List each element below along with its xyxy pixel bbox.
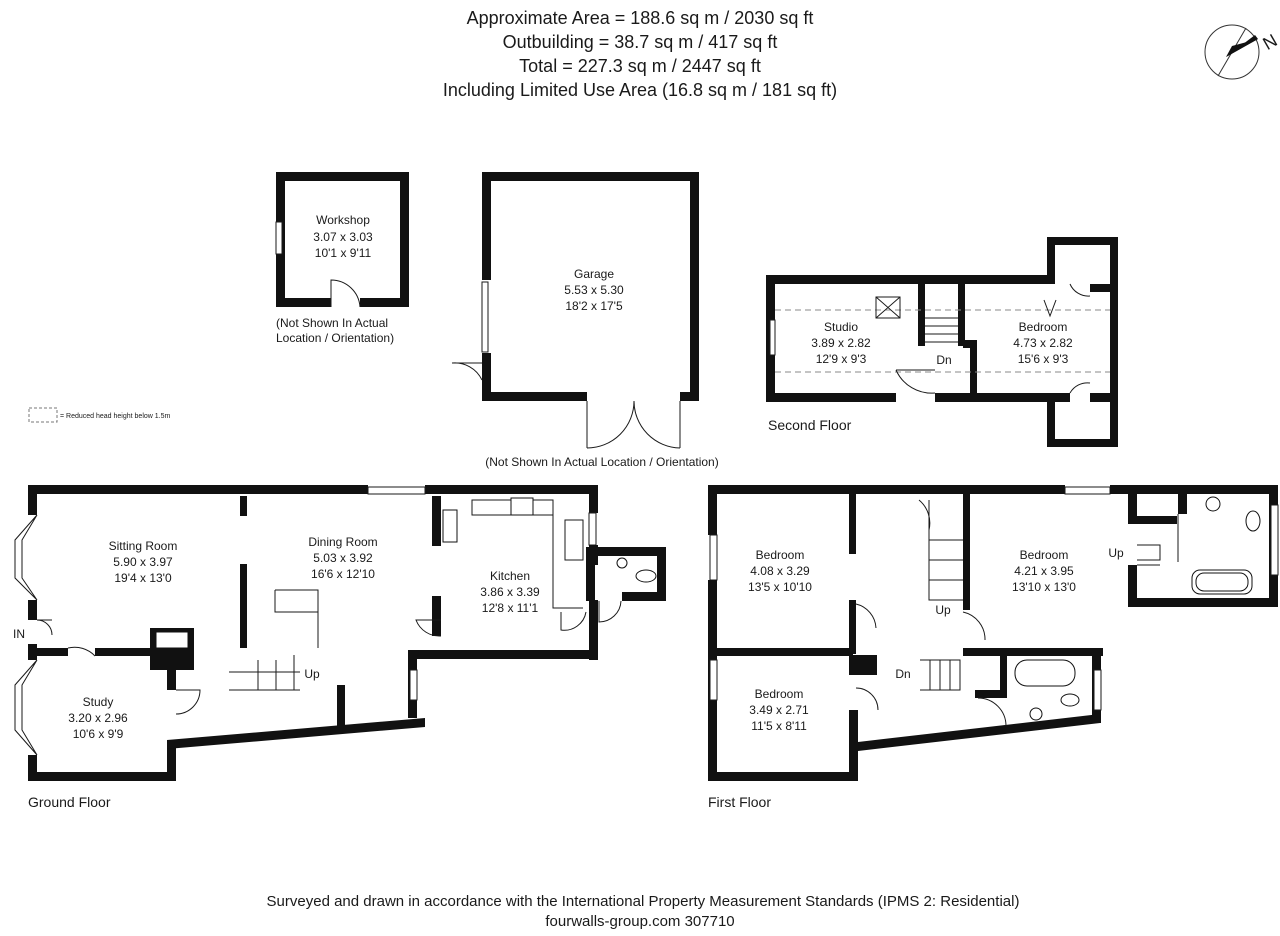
compass-icon: N: [1204, 24, 1280, 80]
reference-number: fourwalls-group.com 307710: [545, 913, 734, 930]
ground-floor-stair-label: Up: [304, 667, 320, 681]
kitchen-metric: 3.86 x 3.39: [480, 585, 540, 599]
second-floor-bedroom-imperial: 15'6 x 9'3: [1018, 352, 1069, 366]
area-summary: Approximate Area = 188.6 sq m / 2030 sq …: [443, 8, 837, 100]
north-label: N: [1259, 30, 1280, 54]
garage-name: Garage: [574, 267, 614, 281]
workshop-note-2: Location / Orientation): [276, 331, 394, 345]
approximate-area-text: Approximate Area = 188.6 sq m / 2030 sq …: [467, 8, 814, 28]
workshop-note-1: (Not Shown In Actual: [276, 316, 388, 330]
garage-plan: Garage 5.53 x 5.30 18'2 x 17'5 (Not Show…: [451, 172, 719, 469]
dining-room-metric: 5.03 x 3.92: [313, 551, 373, 565]
sitting-room-metric: 5.90 x 3.97: [113, 555, 173, 569]
first-floor-bedroom2-name: Bedroom: [1020, 548, 1069, 562]
studio-imperial: 12'9 x 9'3: [816, 352, 867, 366]
first-floor-title: First Floor: [708, 794, 771, 810]
legend: = Reduced head height below 1.5m: [28, 407, 170, 423]
workshop-imperial: 10'1 x 9'11: [315, 246, 372, 260]
study-metric: 3.20 x 2.96: [68, 711, 128, 725]
studio-name: Studio: [824, 320, 858, 334]
entrance-label: IN: [13, 627, 25, 641]
first-floor-bedroom2-metric: 4.21 x 3.95: [1014, 564, 1074, 578]
second-floor-bedroom-name: Bedroom: [1019, 320, 1068, 334]
garage-imperial: 18'2 x 17'5: [565, 299, 623, 313]
first-floor-bedroom1-imperial: 13'5 x 10'10: [748, 580, 812, 594]
first-floor-bedroom3-metric: 3.49 x 2.71: [749, 703, 809, 717]
first-floor-bedroom3-name: Bedroom: [755, 687, 804, 701]
second-floor-stair-label: Dn: [936, 353, 951, 367]
first-floor-bedroom1-name: Bedroom: [756, 548, 805, 562]
studio-metric: 3.89 x 2.82: [811, 336, 871, 350]
first-floor-bedroom3-imperial: 11'5 x 8'11: [751, 719, 807, 733]
first-floor-plan: Bedroom 4.08 x 3.29 13'5 x 10'10 Bedroom…: [708, 485, 1279, 810]
kitchen-name: Kitchen: [490, 569, 530, 583]
second-floor-title: Second Floor: [768, 417, 852, 433]
outbuilding-area-text: Outbuilding = 38.7 sq m / 417 sq ft: [503, 32, 778, 52]
footer: Surveyed and drawn in accordance with th…: [267, 893, 1020, 930]
kitchen-imperial: 12'8 x 11'1: [482, 601, 539, 615]
dining-room-name: Dining Room: [308, 535, 377, 549]
limited-use-area-text: Including Limited Use Area (16.8 sq m / …: [443, 80, 837, 100]
total-area-text: Total = 227.3 sq m / 2447 sq ft: [519, 56, 761, 76]
ground-floor-title: Ground Floor: [28, 794, 111, 810]
dining-room-imperial: 16'6 x 12'10: [311, 567, 375, 581]
workshop-plan: Workshop 3.07 x 3.03 10'1 x 9'11 (Not Sh…: [275, 172, 409, 345]
sitting-room-imperial: 19'4 x 13'0: [114, 571, 172, 585]
sitting-room-name: Sitting Room: [109, 539, 178, 553]
reduced-height-swatch: [28, 407, 58, 423]
legend-text: = Reduced head height below 1.5m: [60, 413, 170, 420]
survey-statement: Surveyed and drawn in accordance with th…: [267, 893, 1020, 910]
study-imperial: 10'6 x 9'9: [73, 727, 124, 741]
study-name: Study: [83, 695, 114, 709]
first-floor-stair-dn: Dn: [895, 667, 910, 681]
first-floor-stair-up: Up: [935, 603, 951, 617]
ground-floor-plan: Sitting Room 5.90 x 3.97 19'4 x 13'0 Din…: [13, 485, 666, 810]
garage-metric: 5.53 x 5.30: [564, 283, 624, 297]
workshop-name: Workshop: [316, 213, 370, 227]
second-floor-plan: Studio 3.89 x 2.82 12'9 x 9'3 Bedroom 4.…: [766, 237, 1118, 447]
first-floor-bedroom2-imperial: 13'10 x 13'0: [1012, 580, 1076, 594]
second-floor-bedroom-metric: 4.73 x 2.82: [1013, 336, 1073, 350]
garage-note: (Not Shown In Actual Location / Orientat…: [485, 455, 718, 469]
first-floor-bedroom1-metric: 4.08 x 3.29: [750, 564, 810, 578]
workshop-metric: 3.07 x 3.03: [313, 230, 373, 244]
first-floor-ensuite-up: Up: [1108, 546, 1124, 560]
